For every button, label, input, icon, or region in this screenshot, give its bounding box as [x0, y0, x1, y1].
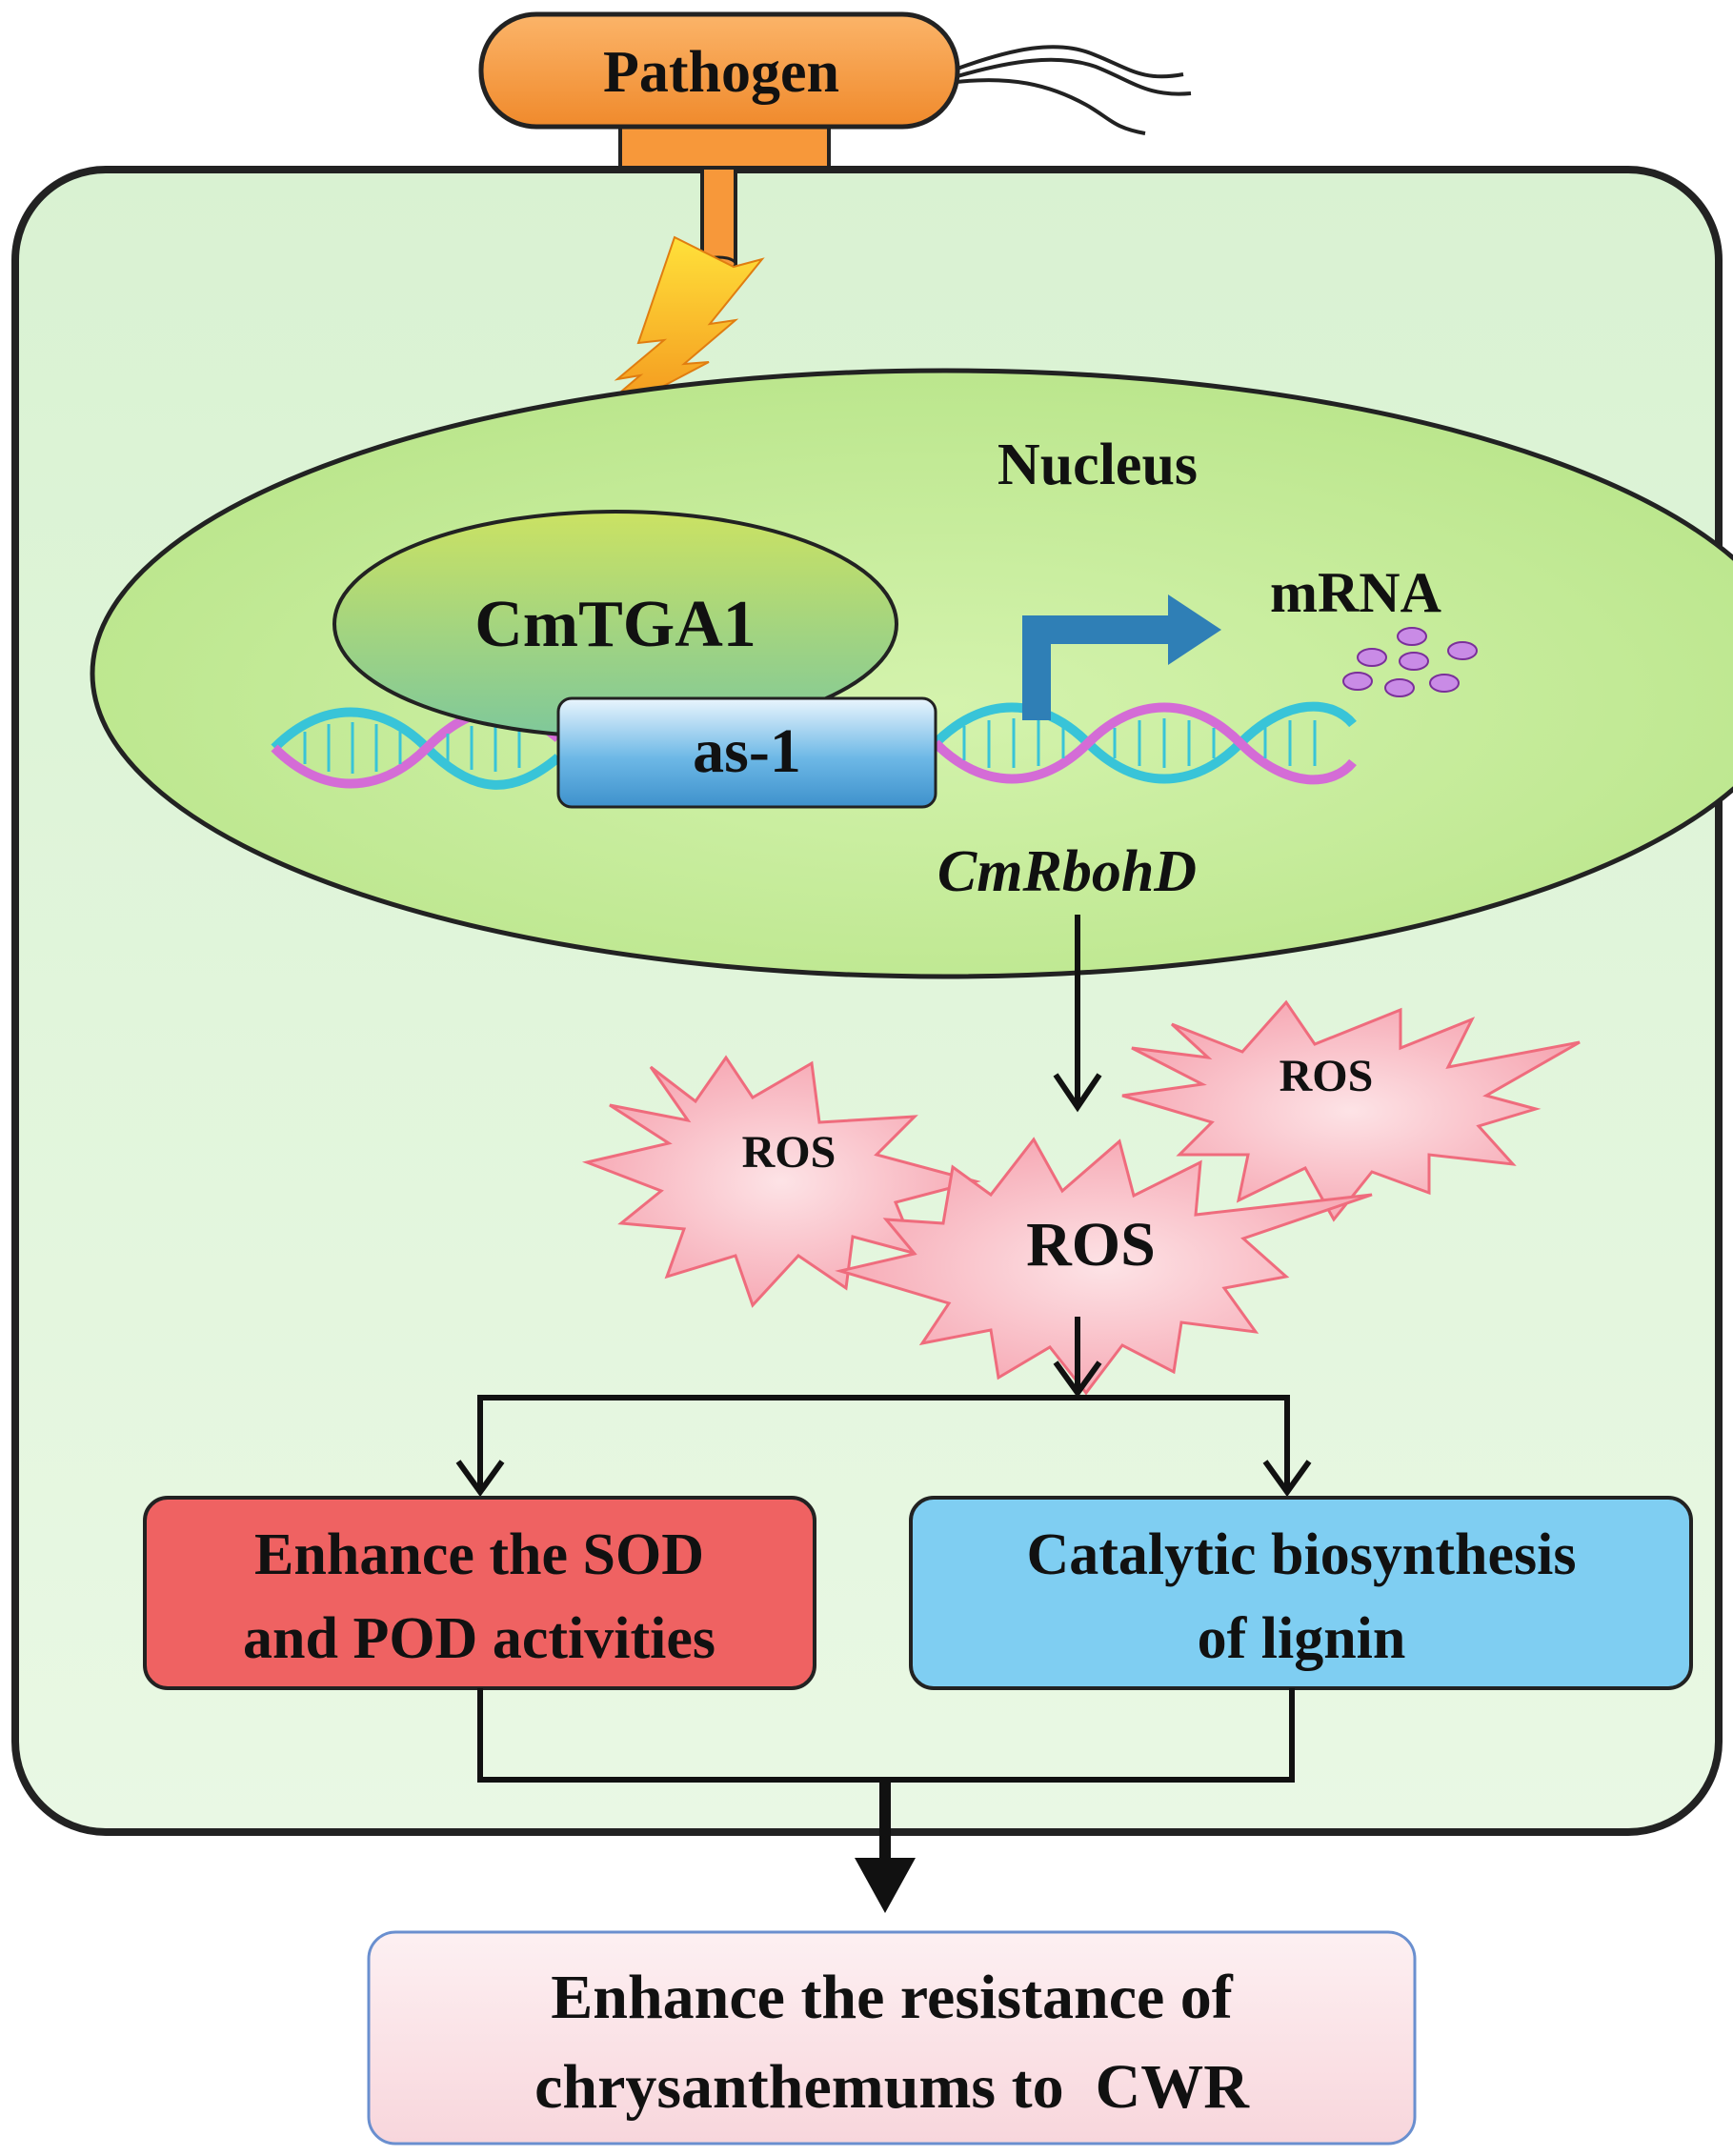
ros-burst-small-left: ROS — [581, 1055, 981, 1308]
pathogen-label: Pathogen — [603, 40, 839, 105]
ros-burst-small-right: ROS — [1121, 999, 1581, 1222]
signal-lightning-icon — [569, 235, 765, 436]
as1-element: as-1 — [556, 696, 937, 809]
transcription-start-arrow — [1022, 594, 1221, 720]
result-arrowhead — [855, 1858, 916, 1913]
merge-connector — [477, 1688, 1295, 1867]
cmtga1-label: CmTGA1 — [474, 588, 756, 661]
outcome-right-line2: of lignin — [1198, 1606, 1406, 1671]
outcome-sod-pod: Enhance the SOD and POD activities — [143, 1496, 816, 1690]
pathogen-stalk — [700, 166, 737, 267]
arrow-gene-to-ros — [1053, 915, 1102, 1113]
result-line2: chrysanthemums to CWR — [534, 2052, 1250, 2122]
branch-connectors — [455, 1317, 1312, 1498]
as1-label: as-1 — [693, 716, 801, 786]
mrna-molecules — [1342, 627, 1478, 697]
cmrbohd-gene-label: CmRbohD — [937, 839, 1197, 904]
nucleus-label: Nucleus — [997, 433, 1198, 497]
mrna-label: mRNA — [1270, 561, 1441, 624]
result-line1: Enhance the resistance of — [551, 1963, 1234, 2032]
ros-label-left: ROS — [742, 1127, 836, 1178]
nucleus — [90, 368, 1733, 979]
outcome-right-line1: Catalytic biosynthesis — [1027, 1522, 1577, 1587]
ros-burst-large: ROS — [835, 1137, 1373, 1396]
ros-label-main: ROS — [1026, 1210, 1156, 1279]
flagella — [956, 45, 1192, 135]
cmtga1-factor: CmTGA1 — [332, 510, 898, 738]
pathogen-base — [618, 125, 831, 170]
outcome-lignin: Catalytic biosynthesis of lignin — [909, 1496, 1693, 1690]
result-resistance: Enhance the resistance of chrysanthemums… — [367, 1930, 1417, 2146]
pathogen: Pathogen — [478, 11, 960, 130]
outcome-left-line2: and POD activities — [243, 1606, 715, 1671]
ros-label-right: ROS — [1280, 1051, 1374, 1101]
outcome-left-line1: Enhance the SOD — [254, 1522, 704, 1587]
